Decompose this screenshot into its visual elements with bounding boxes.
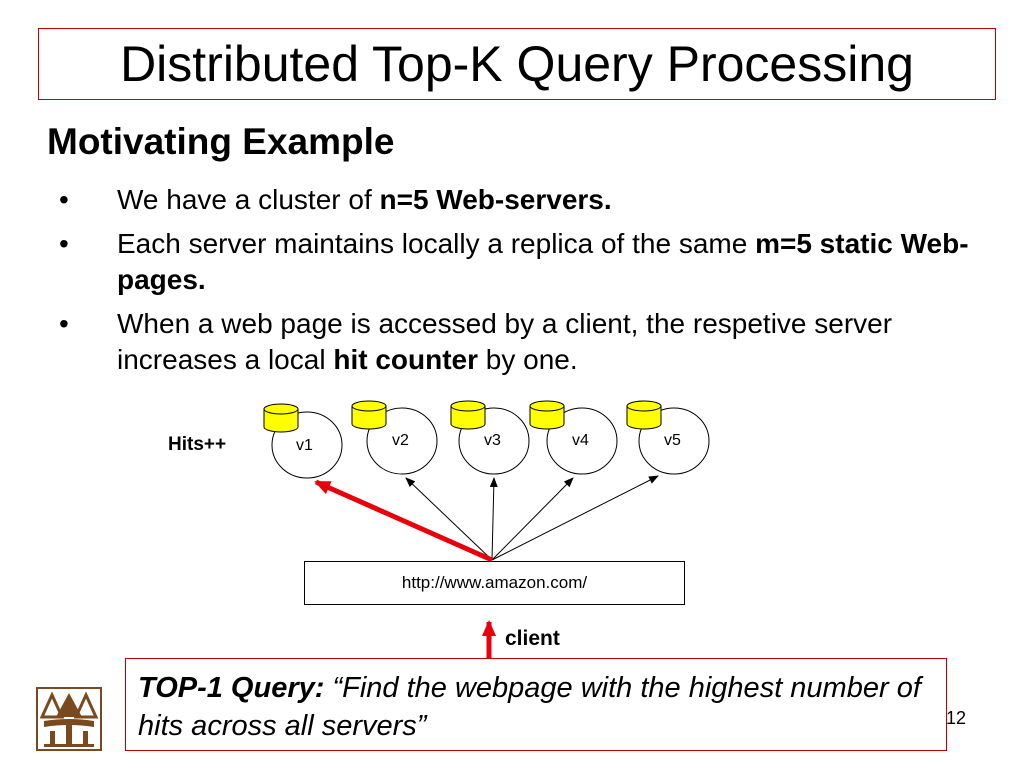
node-label-v2: v2 xyxy=(392,432,409,449)
request-arrow xyxy=(491,475,659,561)
bullet-text: When a web page is accessed by a client,… xyxy=(117,308,893,375)
query-box: TOP-1 Query: “Find the webpage with the … xyxy=(125,658,947,751)
database-icon xyxy=(351,400,387,430)
bullet-item: • When a web page is accessed by a clien… xyxy=(47,306,977,378)
request-arrow xyxy=(489,477,498,561)
slide-title: Distributed Top-K Query Processing xyxy=(120,36,914,92)
database-icon xyxy=(529,400,565,430)
bullet-text: Each server maintains locally a replica … xyxy=(117,228,756,259)
url-box: http://www.amazon.com/ xyxy=(304,561,685,605)
database-icon xyxy=(626,400,662,430)
bullet-marker: • xyxy=(59,308,69,339)
request-arrow xyxy=(491,477,574,561)
bullet-marker: • xyxy=(59,228,69,259)
bullet-bold-text: m=5 static Web-pages. xyxy=(117,228,969,295)
node-label-v4: v4 xyxy=(572,432,589,449)
query-text: “Find the webpage with the highest numbe… xyxy=(138,672,921,742)
node-label-v1: v1 xyxy=(296,437,313,454)
request-arrow xyxy=(405,477,493,561)
node-label-v3: v3 xyxy=(484,432,501,449)
bullet-text-after: by one. xyxy=(478,344,578,375)
database-icon xyxy=(263,403,299,433)
bullet-marker: • xyxy=(59,184,69,215)
bullet-bold-text: n=5 Web-servers. xyxy=(379,184,612,215)
server-node-v4 xyxy=(546,407,618,475)
bullet-text: We have a cluster of xyxy=(117,184,380,215)
node-label-v5: v5 xyxy=(664,432,681,449)
university-crest-icon xyxy=(36,687,102,751)
bullet-item: • We have a cluster of n=5 Web-servers. xyxy=(47,182,977,218)
bullet-item: • Each server maintains locally a replic… xyxy=(47,226,977,298)
database-icon xyxy=(450,400,486,430)
client-label: client xyxy=(505,627,560,650)
title-box: Distributed Top-K Query Processing xyxy=(38,28,996,100)
url-text: http://www.amazon.com/ xyxy=(401,573,588,592)
highlighted-request-arrow xyxy=(314,479,494,563)
page-number: 12 xyxy=(946,708,967,728)
query-label: TOP-1 Query: xyxy=(138,672,325,704)
hits-label: Hits++ xyxy=(168,434,227,455)
bullet-list: • We have a cluster of n=5 Web-servers. … xyxy=(47,182,977,386)
slide-subtitle: Motivating Example xyxy=(47,121,395,162)
bullet-bold-text: hit counter xyxy=(333,344,479,375)
